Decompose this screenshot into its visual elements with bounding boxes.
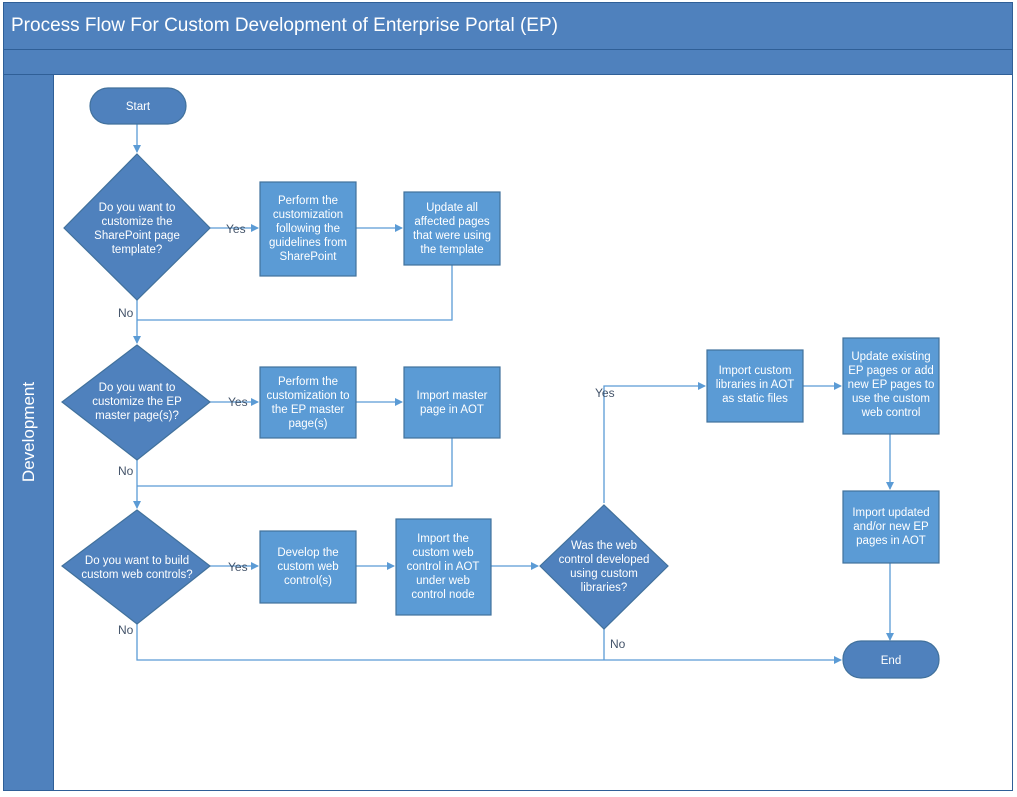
edge-label-no-3: No [118, 623, 134, 637]
node-label-line: Import master [417, 390, 488, 402]
node-label-line: control(s) [284, 575, 332, 587]
node-label-line: control in AOT [407, 561, 480, 573]
edge-label-no-1: No [118, 306, 134, 320]
node-label-line: affected pages [414, 216, 489, 228]
node-label-line: libraries? [581, 582, 628, 594]
edge-p4-merge2 [137, 438, 453, 487]
edge-p2-merge1 [137, 265, 453, 321]
node-label-line: using custom [570, 568, 638, 580]
p1-label: Perform the customization following the gui… [269, 195, 347, 263]
node-label-line: customization [273, 209, 343, 221]
p3-label: Perform the customization to the EP master… [266, 376, 349, 430]
node-label-line: use the custom [852, 393, 930, 405]
node-label-line: template? [112, 244, 163, 256]
p9-label: Import updated and/or new EP pages in AOT [852, 507, 929, 547]
node-label-line: control node [411, 589, 474, 601]
node-label-line: master page(s)? [95, 410, 179, 422]
edge-labels: Yes No Yes No Yes No Yes No [118, 222, 626, 651]
process-import-master-page [403, 366, 501, 439]
node-label-line: customize the [102, 216, 173, 228]
d4-label: Was the web control developed using custom… [559, 540, 650, 594]
node-label-line: custom web [277, 561, 338, 573]
node-label-line: customization to [266, 390, 349, 402]
decision-custom-libraries [539, 504, 669, 630]
swimlane-header [4, 75, 54, 790]
node-label-line: Do you want to [99, 382, 176, 394]
node-label-line: Was the web [571, 540, 637, 552]
decision-build-custom-web-controls [61, 509, 211, 625]
node-label-line: Do you want to [99, 202, 176, 214]
node-label-line: Do you want to build [85, 555, 189, 567]
node-label-line: EP pages or add [848, 365, 933, 377]
node-label-line: Update all [426, 202, 478, 214]
p6-label: Import the custom web control in AOT under … [407, 533, 480, 601]
node-label-line: page(s) [289, 418, 328, 430]
node-label-line: End [881, 655, 901, 667]
node-label-line: SharePoint [280, 251, 338, 263]
end-label: End [881, 655, 901, 667]
node-label-line: the template [420, 244, 483, 256]
p8-label: Update existing EP pages or add new EP pag… [848, 351, 935, 419]
node-label-line: Import the [417, 533, 469, 545]
node-label-line: guidelines from [269, 237, 347, 249]
node-label-line: Import custom [719, 365, 792, 377]
p5-label: Develop the custom web control(s) [277, 547, 338, 587]
node-label-line: pages in AOT [856, 535, 926, 547]
edge-label-yes-3: Yes [228, 560, 248, 574]
decision-customize-ep-master-page [61, 344, 211, 461]
process-update-affected-pages [403, 191, 501, 266]
node-label-line: as static files [722, 393, 788, 405]
node-label-line: SharePoint page [94, 230, 180, 242]
node-label-line: Import updated [852, 507, 929, 519]
node-label-line: Develop the [277, 547, 338, 559]
node-label-line: Perform the [278, 376, 338, 388]
start-label: Start [126, 101, 151, 113]
end-terminal [842, 640, 940, 679]
node-label-line: following the [276, 223, 340, 235]
process-perform-ep-master-customization [259, 366, 357, 439]
edge-label-no-2: No [118, 464, 134, 478]
node-label-line: custom web controls? [81, 569, 192, 581]
connectors [133, 124, 894, 664]
process-perform-sharepoint-customization [259, 181, 357, 277]
process-develop-web-controls [259, 530, 357, 604]
process-update-ep-pages [842, 337, 940, 435]
node-label-line: under web [416, 575, 470, 587]
edge-d4-p7 [603, 382, 706, 503]
p4-label: Import master page in AOT [417, 390, 488, 416]
d3-label: Do you want to build custom web controls? [81, 555, 192, 581]
process-import-web-control [395, 518, 492, 616]
p2-label: Update all affected pages that were using t… [413, 202, 491, 256]
node-label-line: control developed [559, 554, 650, 566]
process-import-updated-pages [842, 490, 940, 564]
node-label-line: and/or new EP [853, 521, 929, 533]
p7-label: Import custom libraries in AOT as static f… [716, 365, 795, 405]
node-label-line: customize the EP [92, 396, 182, 408]
diagram-title: Process Flow For Custom Development of E… [4, 3, 1012, 49]
edge-label-yes-2: Yes [228, 395, 248, 409]
node-label-line: libraries in AOT [716, 379, 795, 391]
node-label-line: web control [861, 407, 921, 419]
node-label-line: new EP pages to [848, 379, 935, 391]
edge-d3-end [136, 624, 842, 664]
node-label-line: the EP master [272, 404, 345, 416]
node-label-line: page in AOT [420, 404, 484, 416]
node-label-line: Perform the [278, 195, 338, 207]
d2-label: Do you want to customize the EP master pag… [92, 382, 182, 422]
process-import-custom-libraries [706, 349, 804, 423]
start-terminal [89, 87, 187, 125]
shapes [61, 87, 940, 679]
decision-customize-sharepoint-template [63, 153, 211, 301]
title-sub-bar [4, 49, 1012, 75]
edge-label-yes-4: Yes [595, 386, 615, 400]
node-label-line: that were using [413, 230, 491, 242]
node-label-line: Start [126, 101, 151, 113]
edge-label-no-4: No [610, 637, 626, 651]
node-label-line: Update existing [851, 351, 930, 363]
node-label-line: custom web [412, 547, 473, 559]
edge-label-yes-1: Yes [226, 222, 246, 236]
